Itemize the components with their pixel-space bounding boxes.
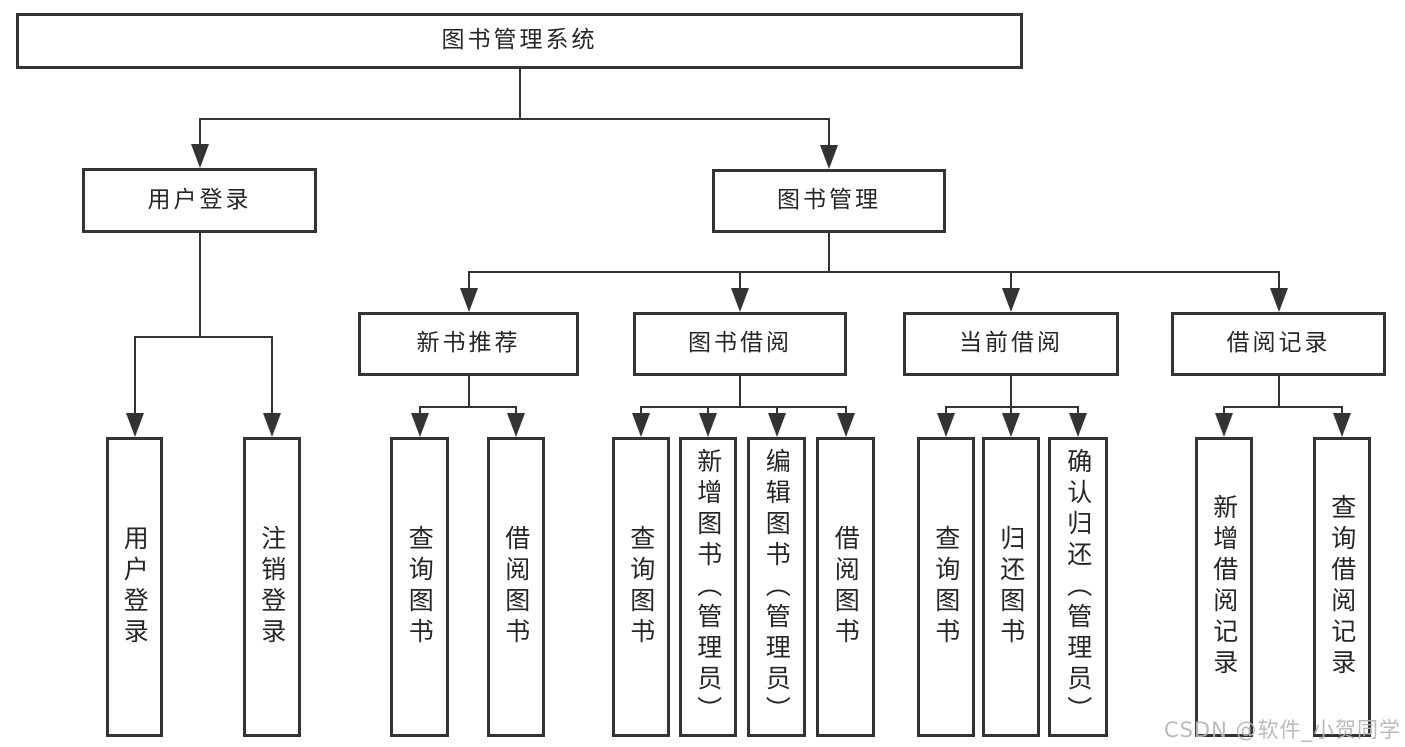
connector-arrowhead-leaf-bb-edit [767,413,786,437]
node-label-leaf-bb-query: 查询图书 [626,525,656,649]
connector-arrowhead-leaf-br-query [1333,413,1351,437]
edge-trunk-current-borrow [1010,376,1012,408]
node-leaf-cb-query: 查询图书 [917,437,975,737]
edge-drop-leaf-nbr-query [418,406,421,414]
edge-drop-leaf-bb-edit [775,406,778,414]
node-leaf-bb-add: 新增图书（管理员） [679,437,737,737]
connector-arrowhead-leaf-nbr-borrow [507,413,525,437]
connector-arrowhead-borrow-records [1269,288,1288,312]
edge-rail-user-login [133,336,273,338]
node-leaf-nbr-borrow: 借阅图书 [487,437,545,737]
node-leaf-login: 用户登录 [106,437,163,737]
connector-arrowhead-leaf-nbr-query [410,413,429,437]
edge-drop-new-book-rec [467,271,470,289]
edge-drop-leaf-br-query [1341,406,1343,414]
edge-rail-book-borrow [640,406,847,408]
node-leaf-br-add: 新增借阅记录 [1195,437,1253,737]
node-label-new-book-rec: 新书推荐 [416,330,521,357]
connector-arrowhead-leaf-bb-borrow [836,413,855,437]
connector-arrowhead-leaf-br-add [1215,413,1233,437]
edge-drop-leaf-login [133,336,136,414]
node-label-current-borrow: 当前借阅 [959,330,1063,357]
node-label-leaf-nbr-borrow: 借阅图书 [501,525,531,649]
node-label-leaf-bb-edit: 编辑图书（管理员） [762,447,792,727]
edge-drop-book-borrow [739,271,741,289]
node-book-borrow: 图书借阅 [633,312,847,376]
connector-arrowhead-leaf-cb-return [1002,413,1020,437]
edge-drop-leaf-bb-query [640,406,642,414]
edge-drop-leaf-cb-confirm [1077,406,1079,414]
node-borrow-records: 借阅记录 [1171,312,1386,376]
node-label-borrow-records: 借阅记录 [1226,330,1331,357]
connector-arrowhead-leaf-login [125,413,144,437]
node-leaf-bb-borrow: 借阅图书 [816,437,875,737]
node-leaf-nbr-query: 查询图书 [390,437,449,737]
node-label-leaf-bb-add: 新增图书（管理员） [693,447,723,727]
connector-arrowhead-user-login [190,144,209,168]
connector-arrowhead-leaf-cb-query [937,413,955,437]
edge-drop-book-mgmt [828,118,830,146]
node-new-book-rec: 新书推荐 [358,312,579,376]
edge-trunk-user-login [198,233,201,338]
edge-rail-new-book-rec [418,406,517,408]
node-label-leaf-br-add: 新增借阅记录 [1209,494,1239,680]
node-label-leaf-nbr-query: 查询图书 [405,525,435,649]
node-label-leaf-br-query: 查询借阅记录 [1327,494,1357,680]
edge-trunk-book-mgmt [828,233,830,273]
edge-drop-user-login [198,118,201,145]
edge-drop-borrow-records [1277,271,1280,289]
edge-trunk-borrow-records [1277,376,1280,408]
node-leaf-cb-return: 归还图书 [982,437,1040,737]
edge-drop-leaf-br-add [1223,406,1225,414]
edge-drop-current-borrow [1010,271,1012,289]
connector-arrowhead-leaf-bb-query [632,413,650,437]
connector-arrowhead-current-borrow [1002,288,1020,312]
edge-drop-leaf-cb-return [1010,406,1012,414]
connector-arrowhead-leaf-logout [263,413,281,437]
connector-arrowhead-leaf-cb-confirm [1069,413,1087,437]
edge-trunk-new-book-rec [467,376,470,408]
node-root: 图书管理系统 [16,13,1023,69]
connector-arrowhead-leaf-bb-add [699,413,717,437]
node-label-user-login: 用户登录 [147,186,252,213]
node-label-leaf-login: 用户登录 [120,525,150,649]
node-label-leaf-cb-query: 查询图书 [931,525,961,649]
edge-trunk-book-borrow [739,376,741,408]
connector-arrowhead-book-mgmt [820,145,838,169]
edge-drop-leaf-logout [271,336,273,414]
node-user-login: 用户登录 [82,168,317,233]
csdn-watermark: CSDN @软件_小贺同学 [1163,718,1401,742]
node-label-book-mgmt: 图书管理 [777,187,881,214]
edge-drop-leaf-bb-borrow [844,406,847,414]
node-leaf-bb-edit: 编辑图书（管理员） [747,437,806,737]
edge-rail-root [198,118,830,120]
node-label-leaf-logout: 注销登录 [257,525,287,649]
node-label-root: 图书管理系统 [441,27,598,54]
node-label-book-borrow: 图书借阅 [688,330,792,357]
edge-rail-book-mgmt [467,271,1280,273]
node-leaf-cb-confirm: 确认归还（管理员） [1048,437,1108,737]
node-label-leaf-bb-borrow: 借阅图书 [831,525,861,649]
edge-drop-leaf-nbr-borrow [515,406,517,414]
edge-drop-leaf-bb-add [707,406,709,414]
edge-rail-current-borrow [945,406,1079,408]
connector-arrowhead-book-borrow [731,288,749,312]
edge-rail-borrow-records [1223,406,1343,408]
edge-drop-leaf-cb-query [945,406,947,414]
node-label-leaf-cb-return: 归还图书 [996,525,1026,649]
connector-arrowhead-new-book-rec [459,288,478,312]
node-leaf-logout: 注销登录 [243,437,301,737]
edge-trunk-root [518,69,521,120]
node-label-leaf-cb-confirm: 确认归还（管理员） [1063,447,1093,727]
node-leaf-br-query: 查询借阅记录 [1313,437,1371,737]
node-current-borrow: 当前借阅 [903,312,1119,376]
node-leaf-bb-query: 查询图书 [612,437,670,737]
node-book-mgmt: 图书管理 [712,169,946,233]
